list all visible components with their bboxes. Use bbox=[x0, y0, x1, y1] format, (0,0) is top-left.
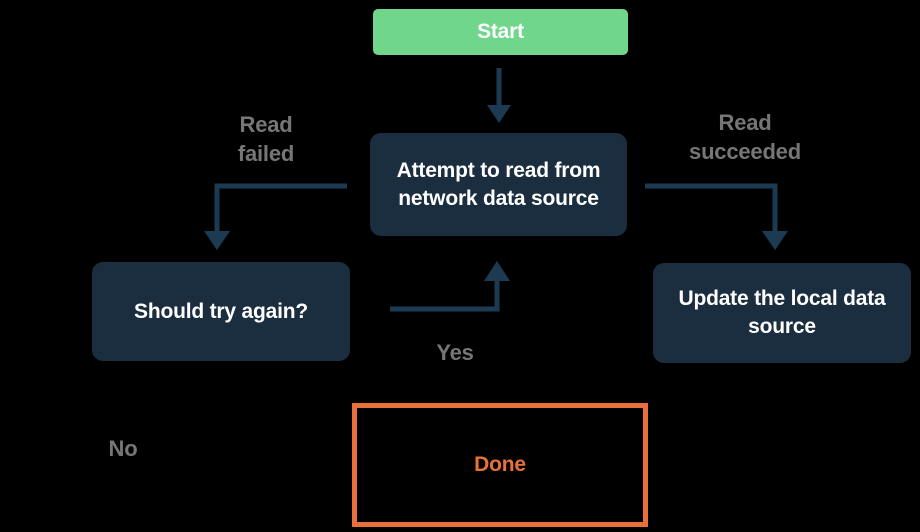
node-update-label-line2: source bbox=[748, 315, 816, 338]
arrow-start-to-attempt bbox=[487, 68, 511, 123]
edge-label-read-failed: Read failed bbox=[196, 110, 336, 168]
edge-label-yes: Yes bbox=[415, 338, 495, 367]
edge-label-read-succeeded-line1: Read bbox=[718, 110, 772, 135]
arrow-read-failed bbox=[204, 183, 347, 250]
node-update-local-source: Update the local data source bbox=[653, 263, 911, 363]
node-done: Done bbox=[352, 403, 648, 527]
node-done-label: Done bbox=[474, 453, 526, 476]
node-attempt-label-line2: network data source bbox=[398, 186, 599, 210]
node-retry-label: Should try again? bbox=[134, 299, 308, 323]
edge-label-read-failed-line1: Read bbox=[239, 112, 293, 137]
edge-label-read-succeeded-line2: succeeded bbox=[689, 139, 801, 164]
edge-label-no: No bbox=[83, 434, 163, 463]
arrow-read-succeeded bbox=[645, 183, 788, 250]
edge-label-yes-text: Yes bbox=[436, 340, 474, 365]
arrow-yes-retry-to-attempt bbox=[390, 261, 510, 312]
node-should-try-again: Should try again? bbox=[92, 262, 350, 361]
edge-label-read-succeeded: Read succeeded bbox=[655, 108, 835, 166]
node-attempt-label-line1: Attempt to read from bbox=[396, 158, 601, 182]
edge-label-no-text: No bbox=[108, 436, 138, 461]
edge-label-read-failed-line2: failed bbox=[237, 141, 295, 166]
node-start-label: Start bbox=[477, 20, 524, 43]
node-update-label-line1: Update the local data bbox=[678, 287, 886, 310]
node-start: Start bbox=[373, 9, 628, 55]
node-attempt-read: Attempt to read from network data source bbox=[370, 133, 627, 236]
